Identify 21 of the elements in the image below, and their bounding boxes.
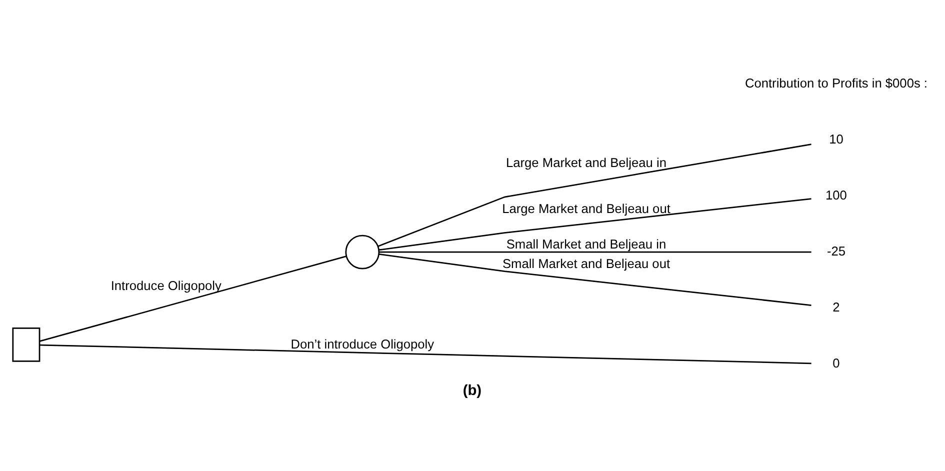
connector — [40, 344, 812, 364]
connector — [378, 143, 812, 246]
connector — [378, 198, 812, 250]
connector — [379, 250, 812, 252]
edge-label: Large Market and Beljeau in — [506, 154, 666, 170]
caption: (b) — [462, 382, 482, 398]
node-text: -25 — [826, 242, 846, 258]
connector — [40, 255, 346, 342]
node-text: 2 — [832, 298, 840, 314]
node-box — [12, 327, 40, 362]
node-circle — [345, 234, 380, 269]
node-text: 100 — [826, 186, 847, 202]
node-text: 0 — [832, 354, 840, 370]
edge-label: Small Market and Beljeau in — [506, 236, 666, 252]
edge-label: Don’t introduce Oligopoly — [290, 336, 434, 352]
node-text: 10 — [829, 131, 844, 146]
edge-label: Small Market and Beljeau out — [502, 255, 670, 270]
connector — [378, 253, 812, 306]
label: Contribution to Profits in $000s : — [744, 75, 928, 90]
edge-label: Introduce Oligopoly — [110, 277, 222, 292]
edge-label: Large Market and Beljeau out — [502, 200, 670, 216]
